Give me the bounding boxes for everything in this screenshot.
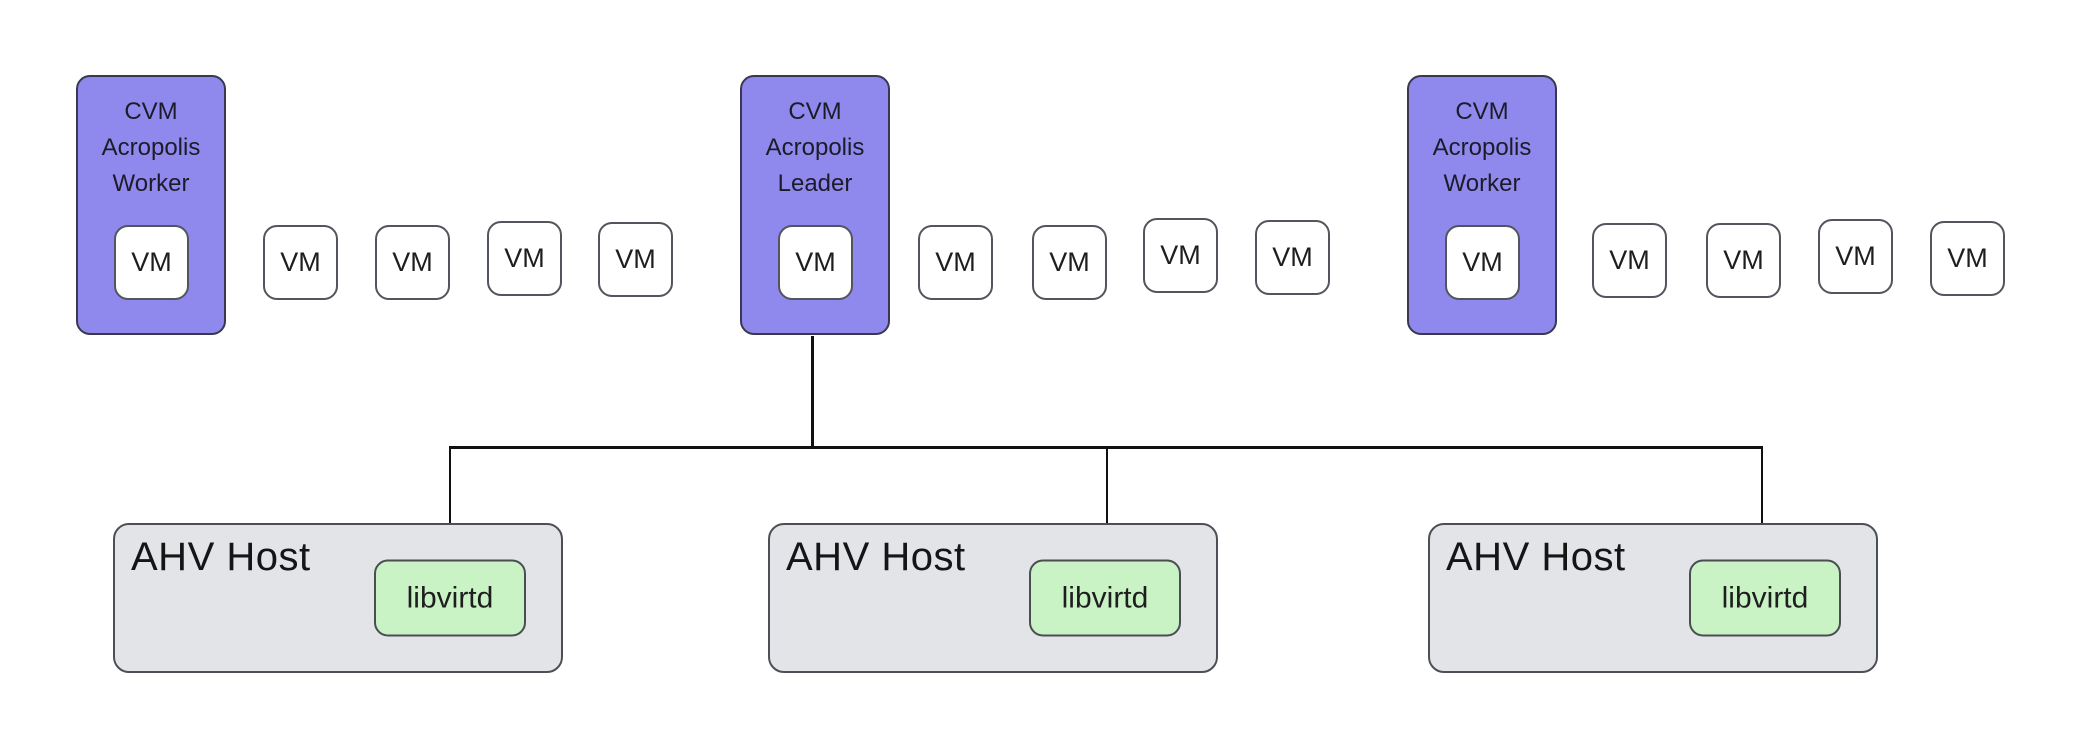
vm-label: VM: [1462, 247, 1503, 277]
ahv-host-label: AHV Host: [131, 535, 311, 579]
connector-drop-host-1: [449, 446, 451, 562]
cvm-node-worker-left: CVM Acropolis Worker VM: [76, 75, 226, 335]
connector-drop-host-3: [1761, 446, 1763, 562]
vm-label: VM: [795, 247, 836, 277]
cvm-node-leader: CVM Acropolis Leader VM: [740, 75, 890, 335]
ahv-host-1: AHV Host libvirtd: [113, 523, 563, 673]
cvm-node-title: CVM Acropolis Worker: [1432, 98, 1532, 197]
vm-label: VM: [935, 247, 976, 277]
vm-box: VM: [778, 225, 853, 300]
libvirtd-label: libvirtd: [1721, 581, 1809, 614]
vm-label: VM: [1609, 245, 1650, 275]
vm-label: VM: [280, 247, 321, 277]
ahv-host-label: AHV Host: [786, 535, 966, 579]
vm-box: VM: [263, 225, 338, 300]
vm-box: VM: [1706, 223, 1781, 298]
vm-box: VM: [487, 221, 562, 296]
cvm-node-worker-right: CVM Acropolis Worker VM: [1407, 75, 1557, 335]
vm-box: VM: [1255, 220, 1330, 295]
cvm-node-title: CVM Acropolis Leader: [765, 98, 865, 197]
vm-box: VM: [918, 225, 993, 300]
ahv-host-2: AHV Host libvirtd: [768, 523, 1218, 673]
vm-label: VM: [504, 243, 545, 273]
vm-label: VM: [1947, 243, 1988, 273]
vm-label: VM: [615, 244, 656, 274]
libvirtd-box: libvirtd: [374, 559, 526, 637]
libvirtd-box: libvirtd: [1029, 559, 1181, 637]
vm-box: VM: [1143, 218, 1218, 293]
vm-box: VM: [114, 225, 189, 300]
vm-box: VM: [375, 225, 450, 300]
vm-box: VM: [1445, 225, 1520, 300]
vm-label: VM: [131, 247, 172, 277]
vm-label: VM: [1160, 240, 1201, 270]
connector-leader-stem: [811, 336, 814, 448]
vm-label: VM: [1272, 242, 1313, 272]
vm-label: VM: [1723, 245, 1764, 275]
libvirtd-box: libvirtd: [1689, 559, 1841, 637]
vm-box: VM: [1592, 223, 1667, 298]
vm-box: VM: [1818, 219, 1893, 294]
libvirtd-label: libvirtd: [1061, 581, 1149, 614]
ahv-host-label: AHV Host: [1446, 535, 1626, 579]
vm-label: VM: [1835, 241, 1876, 271]
libvirtd-label: libvirtd: [406, 581, 494, 614]
vm-label: VM: [1049, 247, 1090, 277]
connector-drop-host-2: [1106, 446, 1108, 562]
vm-box: VM: [598, 222, 673, 297]
vm-label: VM: [392, 247, 433, 277]
vm-box: VM: [1032, 225, 1107, 300]
vm-box: VM: [1930, 221, 2005, 296]
cvm-node-title: CVM Acropolis Worker: [101, 98, 201, 197]
ahv-host-3: AHV Host libvirtd: [1428, 523, 1878, 673]
